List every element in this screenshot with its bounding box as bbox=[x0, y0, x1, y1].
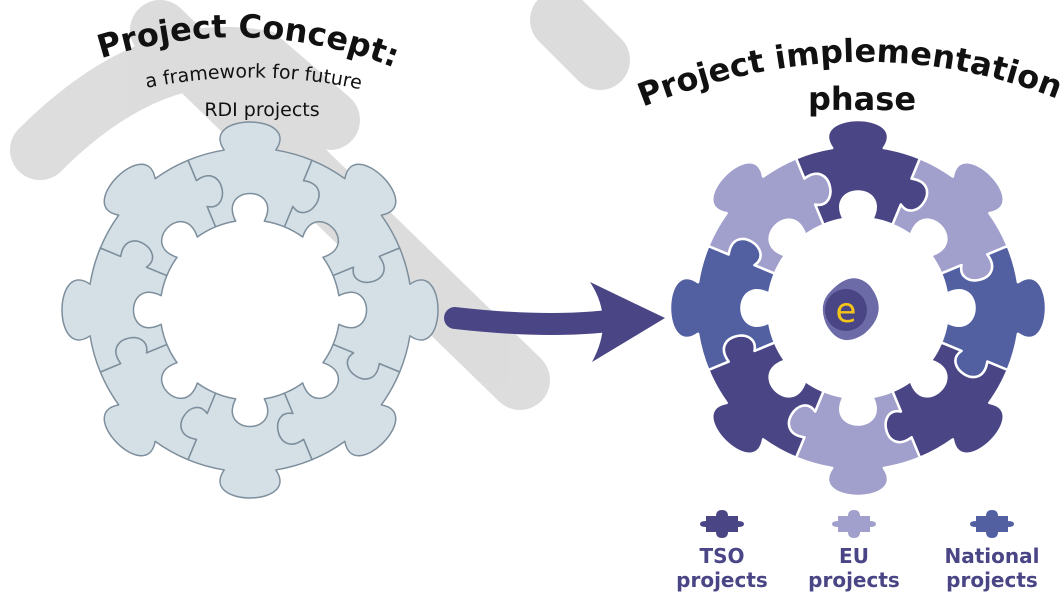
legend-tso: TSO projects bbox=[652, 510, 792, 592]
transition-arrow bbox=[444, 282, 665, 362]
puzzle-piece-icon bbox=[832, 510, 876, 538]
legend-national-line2: projects bbox=[946, 568, 1038, 592]
legend-tso-line1: TSO bbox=[699, 544, 745, 568]
legend-eu: EU projects bbox=[784, 510, 924, 592]
legend-eu-line2: projects bbox=[808, 568, 900, 592]
left-subtitle-line2: RDI projects bbox=[204, 99, 319, 121]
legend-national-line1: National bbox=[944, 544, 1040, 568]
legend-national: National projects bbox=[922, 510, 1062, 592]
center-logo-letter: e bbox=[836, 291, 857, 331]
implementation-puzzle-ring bbox=[668, 118, 1048, 498]
right-title-line2: phase bbox=[808, 80, 916, 118]
puzzle-piece-icon bbox=[700, 510, 744, 538]
legend-tso-line2: projects bbox=[676, 568, 768, 592]
puzzle-piece-icon bbox=[970, 510, 1014, 538]
puzzle-piece bbox=[99, 159, 223, 277]
concept-puzzle-ring bbox=[61, 121, 439, 499]
center-logo: e bbox=[822, 278, 879, 341]
legend-eu-line1: EU bbox=[839, 544, 869, 568]
puzzle-piece bbox=[707, 157, 832, 275]
